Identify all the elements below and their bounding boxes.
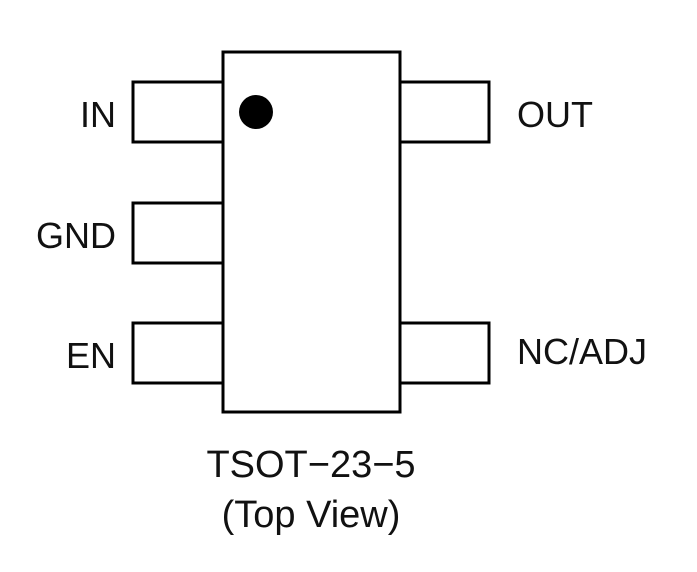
pin-lead-nc-adj — [398, 321, 491, 385]
pin-label-in: IN — [80, 94, 116, 135]
pin-label-en: EN — [66, 335, 116, 376]
pin-label-gnd: GND — [36, 215, 116, 256]
pin-lead-in — [131, 80, 225, 144]
pin-label-out: OUT — [517, 94, 593, 135]
pin-lead-gnd — [131, 201, 225, 265]
package-name: TSOT−23−5 — [206, 444, 415, 486]
pin1-marker-dot — [239, 95, 273, 129]
package-view: (Top View) — [222, 494, 401, 536]
pin-label-nc-adj: NC/ADJ — [517, 331, 647, 372]
pin-lead-en — [131, 321, 225, 385]
pin-lead-out — [398, 80, 491, 144]
